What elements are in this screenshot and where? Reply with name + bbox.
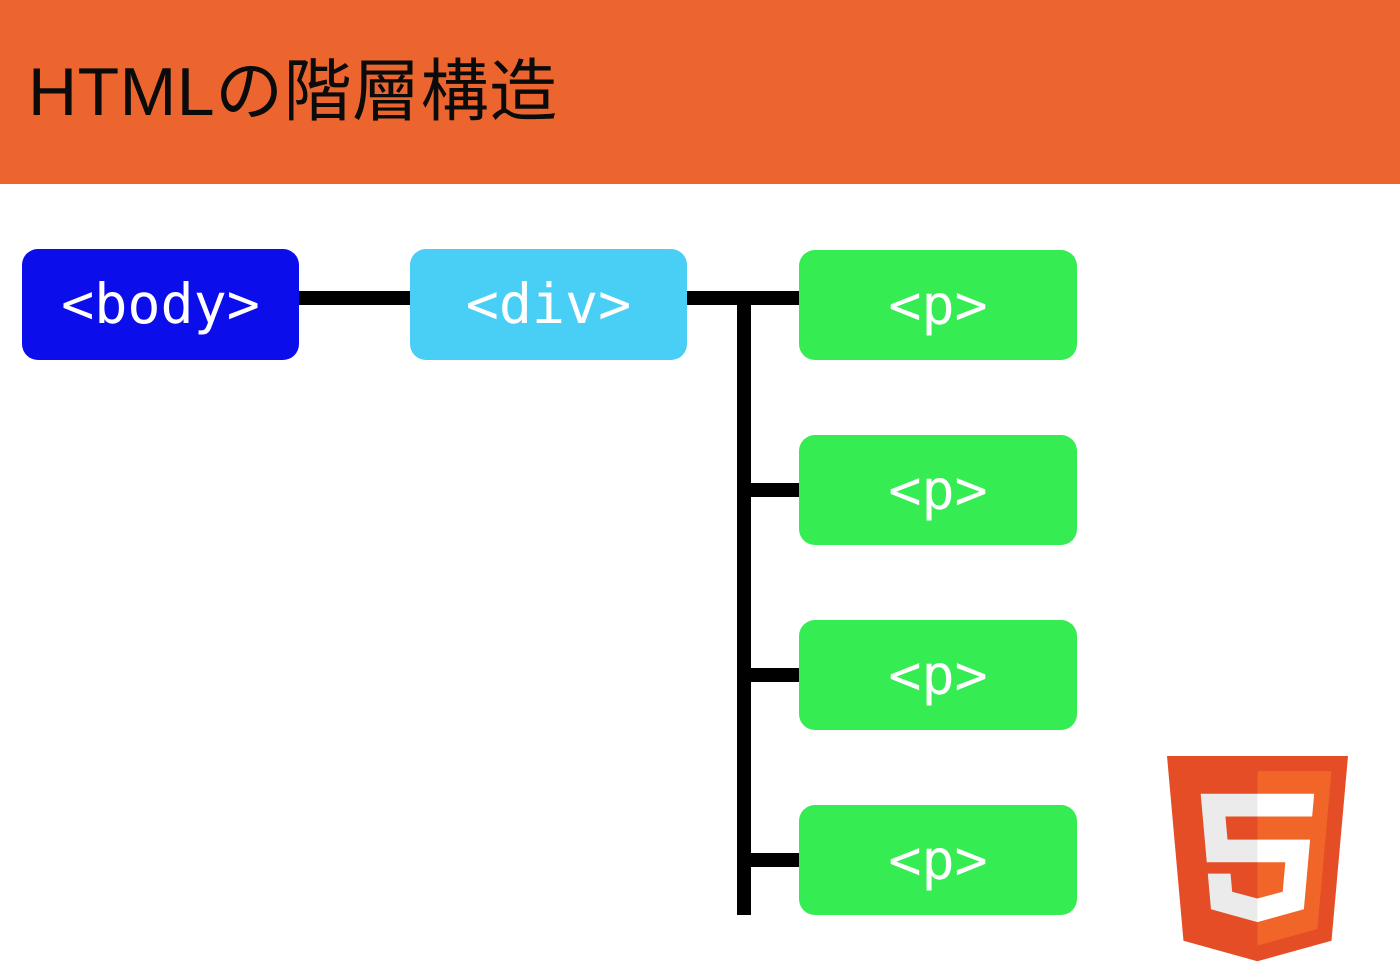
- node-p2-label: <p>: [888, 457, 988, 522]
- node-p4: <p>: [799, 805, 1077, 915]
- node-div: <div>: [410, 249, 687, 360]
- header-banner: HTMLの階層構造: [0, 0, 1400, 184]
- node-p3-label: <p>: [888, 642, 988, 707]
- connector-body-div: [299, 291, 410, 305]
- html5-logo-icon: [1167, 756, 1348, 962]
- node-p1-label: <p>: [888, 272, 988, 337]
- node-p1: <p>: [799, 250, 1077, 360]
- node-p4-label: <p>: [888, 827, 988, 892]
- node-p3: <p>: [799, 620, 1077, 730]
- html5-logo-five-right: [1257, 793, 1315, 923]
- connector-trunk: [737, 291, 751, 915]
- connector-div-p2: [737, 483, 799, 497]
- html5-logo-five-left: [1200, 793, 1258, 923]
- node-body-label: <body>: [61, 272, 260, 336]
- node-body: <body>: [22, 249, 299, 360]
- node-p2: <p>: [799, 435, 1077, 545]
- connector-div-p3: [737, 668, 799, 682]
- connector-div-p4: [737, 853, 799, 867]
- page-title: HTMLの階層構造: [28, 54, 558, 130]
- node-div-label: <div>: [465, 272, 632, 336]
